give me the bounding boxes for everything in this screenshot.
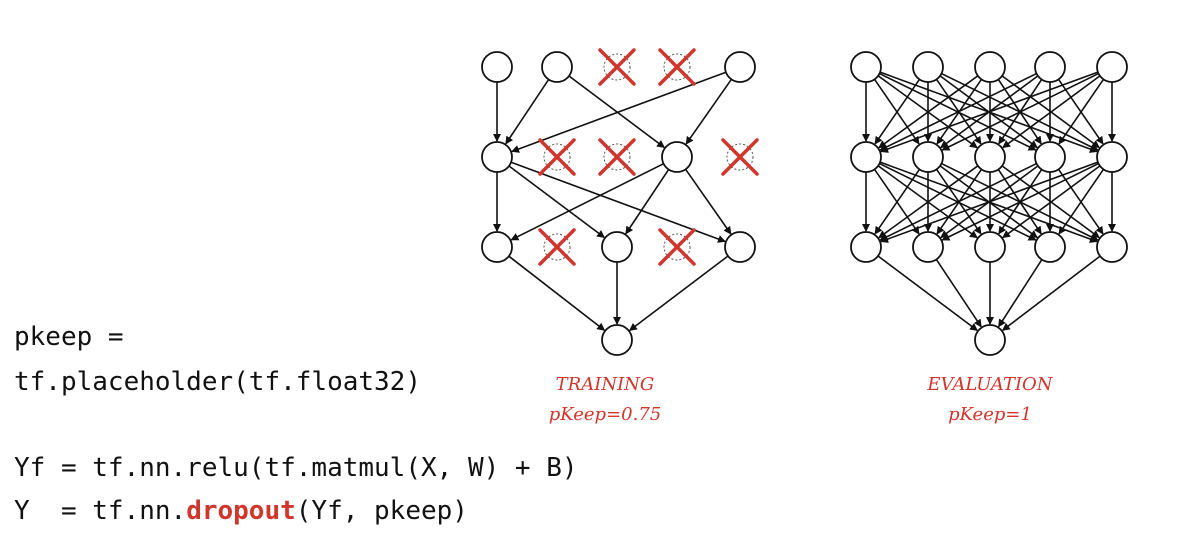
evaluation-edge (874, 78, 921, 145)
training-neuron (724, 51, 756, 83)
evaluation-edge (879, 162, 1037, 241)
evaluation-edge (1058, 78, 1105, 145)
training-caption-value: pKeep=0.75 (549, 404, 661, 425)
evaluation-neuron (1096, 231, 1128, 263)
dropout-cross-icon (721, 138, 759, 176)
evaluation-neuron (1096, 141, 1128, 173)
evaluation-edge (1002, 75, 1101, 149)
dropout-cross-icon (598, 138, 636, 176)
training-edge (625, 169, 670, 235)
training-neuron (601, 231, 633, 263)
evaluation-caption-title: EVALUATION (926, 374, 1053, 395)
evaluation-edge (878, 165, 979, 239)
dropped-neuron (603, 143, 631, 171)
evaluation-neuron (850, 51, 882, 83)
training-edge (685, 78, 733, 145)
training-neuron (481, 231, 513, 263)
training-edge (508, 255, 606, 331)
evaluation-edge (1002, 165, 1101, 239)
dropout-cross-icon (538, 138, 576, 176)
evaluation-neuron (974, 51, 1006, 83)
code-suffix: (Yf, pkeep) (295, 496, 468, 526)
training-caption-title: TRAINING (556, 374, 655, 395)
evaluation-neuron (850, 141, 882, 173)
training-edge (568, 75, 666, 149)
evaluation-edge (941, 72, 1099, 151)
dropout-cross-icon (658, 48, 696, 86)
training-edge (511, 71, 727, 153)
training-neuron (601, 324, 633, 356)
dropped-neuron (726, 143, 754, 171)
training-network (481, 48, 759, 356)
dropped-neuron (663, 53, 691, 81)
dropped-neuron (603, 53, 631, 81)
evaluation-neuron (1034, 51, 1066, 83)
code-line-relu: Yf = tf.nn.relu(tf.matmul(X, W) + B) (14, 453, 578, 483)
dropout-keyword: dropout (186, 496, 296, 526)
evaluation-edge (998, 259, 1043, 328)
dropped-neuron (663, 233, 691, 261)
evaluation-edge (877, 255, 979, 332)
training-neuron (481, 51, 513, 83)
code-line-placeholder: tf.placeholder(tf.float32) (14, 367, 421, 397)
training-neuron (661, 141, 693, 173)
evaluation-neuron (912, 141, 944, 173)
evaluation-caption-value: pKeep=1 (948, 404, 1032, 425)
training-edge (508, 165, 606, 239)
evaluation-neuron (974, 231, 1006, 263)
evaluation-edge (874, 168, 921, 235)
training-edge (684, 168, 732, 235)
code-line-pkeep: pkeep = (14, 322, 124, 352)
training-neuron (724, 231, 756, 263)
dropped-neuron (543, 143, 571, 171)
code-line-dropout: Y = tf.nn.dropout(Yf, pkeep) (14, 498, 468, 524)
evaluation-neuron (974, 324, 1006, 356)
evaluation-neuron (912, 231, 944, 263)
code-prefix: Y = tf.nn. (14, 496, 187, 526)
evaluation-edge (941, 162, 1099, 241)
dropout-cross-icon (658, 228, 696, 266)
training-edge (628, 255, 729, 331)
evaluation-neuron (912, 51, 944, 83)
evaluation-edge (880, 161, 1099, 243)
evaluation-neuron (1034, 141, 1066, 173)
evaluation-edge (1058, 168, 1105, 235)
dropout-cross-icon (538, 228, 576, 266)
evaluation-edge (935, 259, 982, 328)
evaluation-edge (879, 72, 1037, 151)
training-edge (505, 79, 550, 145)
training-neuron (541, 51, 573, 83)
evaluation-network (850, 51, 1128, 356)
evaluation-neuron (1034, 231, 1066, 263)
evaluation-neuron (850, 231, 882, 263)
dropout-cross-icon (598, 48, 636, 86)
evaluation-edge (878, 75, 979, 149)
evaluation-edge (880, 71, 1099, 153)
training-neuron (481, 141, 513, 173)
dropped-neuron (543, 233, 571, 261)
evaluation-edge (1001, 255, 1101, 331)
training-edge (510, 161, 726, 243)
evaluation-neuron (974, 141, 1006, 173)
training-edge (510, 162, 664, 241)
evaluation-neuron (1096, 51, 1128, 83)
